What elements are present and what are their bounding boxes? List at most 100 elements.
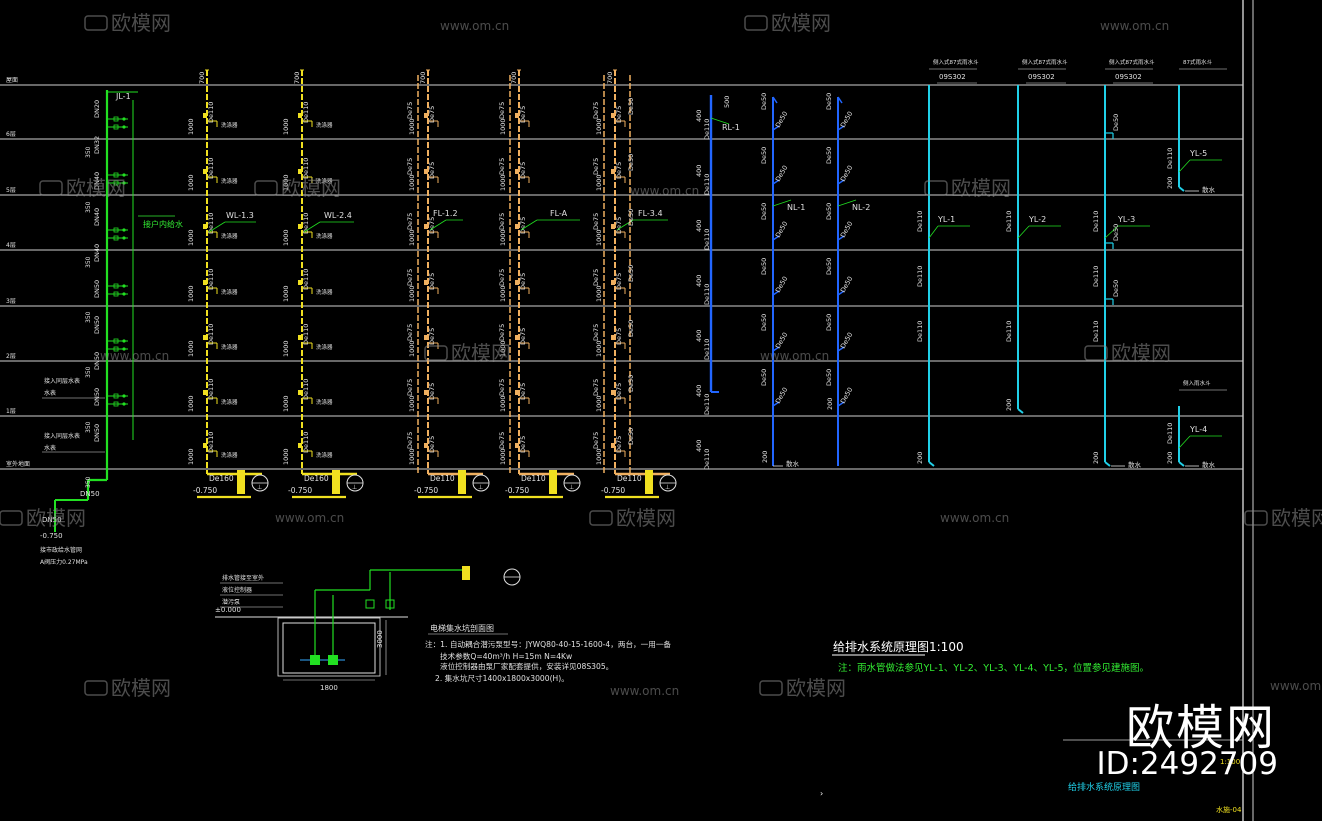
drain-pipe-label: De75 — [519, 273, 527, 290]
supply-dn-label: DN50 — [93, 352, 101, 370]
rain-pipe-label: De110 — [703, 394, 711, 415]
supply-spacing-label: 350 — [85, 146, 92, 158]
valve-icon — [385, 599, 395, 609]
cleanout-icon — [515, 113, 519, 118]
watermark-brand: 欧模网 — [616, 506, 676, 530]
drain-trap-label: 1000 — [282, 285, 290, 302]
drain-trap-label: 1000 — [282, 118, 290, 135]
drain-trap-label: 1000 — [187, 340, 195, 357]
rain-bottom-label: 200 — [761, 451, 769, 463]
supply-spacing-label: 350 — [85, 311, 92, 323]
tag-leader — [208, 221, 226, 233]
rain-stack-tag: NL-2 — [852, 203, 870, 212]
drain-pipe-label: De75 — [498, 379, 506, 396]
watermark-brand: 欧模网 — [1111, 341, 1171, 365]
tag-leader — [710, 117, 730, 125]
standard-code: 09S302 — [1028, 73, 1055, 81]
floor-label: 2层 — [6, 353, 16, 360]
supply-spacing-label: 350 — [85, 201, 92, 213]
meter-icon — [122, 284, 126, 288]
roof-outlet-label: 散水 — [1202, 185, 1216, 194]
drain-trap-label: 1000 — [408, 448, 416, 465]
drain-trap-label: 1000 — [282, 340, 290, 357]
supply-dn-label: DN50 — [93, 388, 101, 406]
cleanout-icon — [203, 335, 207, 340]
meter-icon — [122, 173, 126, 177]
watermark-url: www.om.cn — [610, 684, 679, 698]
rain-pipe-label: De110 — [703, 284, 711, 305]
watermark-url: www.om.cn — [630, 184, 699, 198]
drain-trap-label: 1000 — [408, 340, 416, 357]
drain-pipe-label: De75 — [406, 158, 414, 175]
roof-pipe-label: De50 — [1112, 114, 1120, 131]
watermark-logo-icon — [84, 15, 108, 31]
tag-leader — [429, 219, 447, 231]
valve-icon — [113, 393, 119, 399]
rain-pipe-label: De50 — [825, 93, 833, 110]
drain-pipe-label: De110 — [207, 432, 215, 453]
system-scale: 1:100 — [929, 640, 964, 654]
drain-pipe-label: De110 — [207, 379, 215, 400]
roof-bottom-label: 200 — [916, 452, 924, 464]
drain-pipe-label: De75 — [519, 436, 527, 453]
supply-dn-label: DN50 — [93, 424, 101, 442]
cleanout-icon — [203, 280, 207, 285]
cleanout-icon — [611, 169, 615, 174]
drain-pipe-label: De75 — [406, 379, 414, 396]
roof-pipe-label: De50 — [1112, 280, 1120, 297]
floor-label: 1层 — [6, 408, 16, 415]
drain-pipe-label: De110 — [207, 324, 215, 345]
supply-dn-label: DN50 — [42, 516, 62, 524]
rain-pipe-label: De110 — [703, 174, 711, 195]
watermark-brand: 欧模网 — [951, 176, 1011, 200]
system-title: 给排水系统原理图 — [833, 640, 929, 654]
drain-pipe-label: De50 — [627, 209, 635, 226]
supply-dn-label: DN40 — [93, 244, 101, 262]
drain-stack-tag: WL-2.4 — [324, 211, 352, 220]
drain-trap-label: 1000 — [282, 448, 290, 465]
drain-pipe-label: De75 — [615, 436, 623, 453]
watermark-brand: 欧模网 — [786, 676, 846, 700]
drain-trap-label: 1000 — [187, 174, 195, 191]
rain-outlet-label: 散水 — [786, 459, 800, 468]
cleanout-icon — [298, 335, 302, 340]
supply-inlet-note: 接市政给水管网 — [40, 546, 82, 554]
drain-pipe-label: De75 — [615, 162, 623, 179]
roof-drain-stack — [1178, 461, 1185, 467]
supply-dn-label: DN32 — [93, 136, 101, 154]
supply-dn-label: DN40 — [93, 172, 101, 190]
outlet-pipe-icon — [332, 470, 340, 494]
rain-branch — [772, 179, 780, 185]
outlet-pipe-icon — [462, 566, 470, 580]
outlet-pipe-icon — [458, 470, 466, 494]
valve-icon — [113, 401, 119, 407]
title-block-sheet: 水施-04 — [1216, 805, 1242, 814]
drain-pipe-label: De110 — [207, 269, 215, 290]
rain-pipe-label: De50 — [825, 314, 833, 331]
drain-trap-label: 1000 — [595, 448, 603, 465]
cleanout-icon — [298, 443, 302, 448]
drain-pipe-label: De75 — [592, 158, 600, 175]
supply-riser-group: JL-1接户内给水DN20DN32DN40DN40DN40DN50DN50DN5… — [40, 90, 183, 566]
drain-pipe-label: De110 — [302, 432, 310, 453]
drain-pipe-label: De75 — [498, 213, 506, 230]
supply-spacing-label: 350 — [85, 256, 92, 268]
drain-trap-label: 1000 — [499, 448, 507, 465]
drain-pipe-label: De75 — [406, 213, 414, 230]
rain-branch — [772, 401, 780, 407]
watermark-logo-icon — [0, 510, 23, 526]
drain-pipe-label: De75 — [592, 102, 600, 119]
cleanout-icon — [424, 443, 428, 448]
cleanout-icon — [611, 113, 615, 118]
rain-branch — [837, 235, 845, 241]
cleanout-icon — [515, 443, 519, 448]
note-line-2: 技术参数Q=40m³/h H=15m N=4Kw — [440, 651, 572, 661]
supply-spacing-label: 350 — [85, 476, 92, 488]
rain-pipe-label: De50 — [760, 93, 768, 110]
drain-top-label: 700 — [419, 72, 427, 84]
supply-dn-label: DN20 — [93, 100, 101, 118]
roof-pipe-label: De110 — [1092, 321, 1100, 342]
watermark-brand: 欧模网 — [66, 176, 126, 200]
drain-pipe-label: De75 — [615, 273, 623, 290]
watermark-logo-icon — [424, 345, 448, 361]
